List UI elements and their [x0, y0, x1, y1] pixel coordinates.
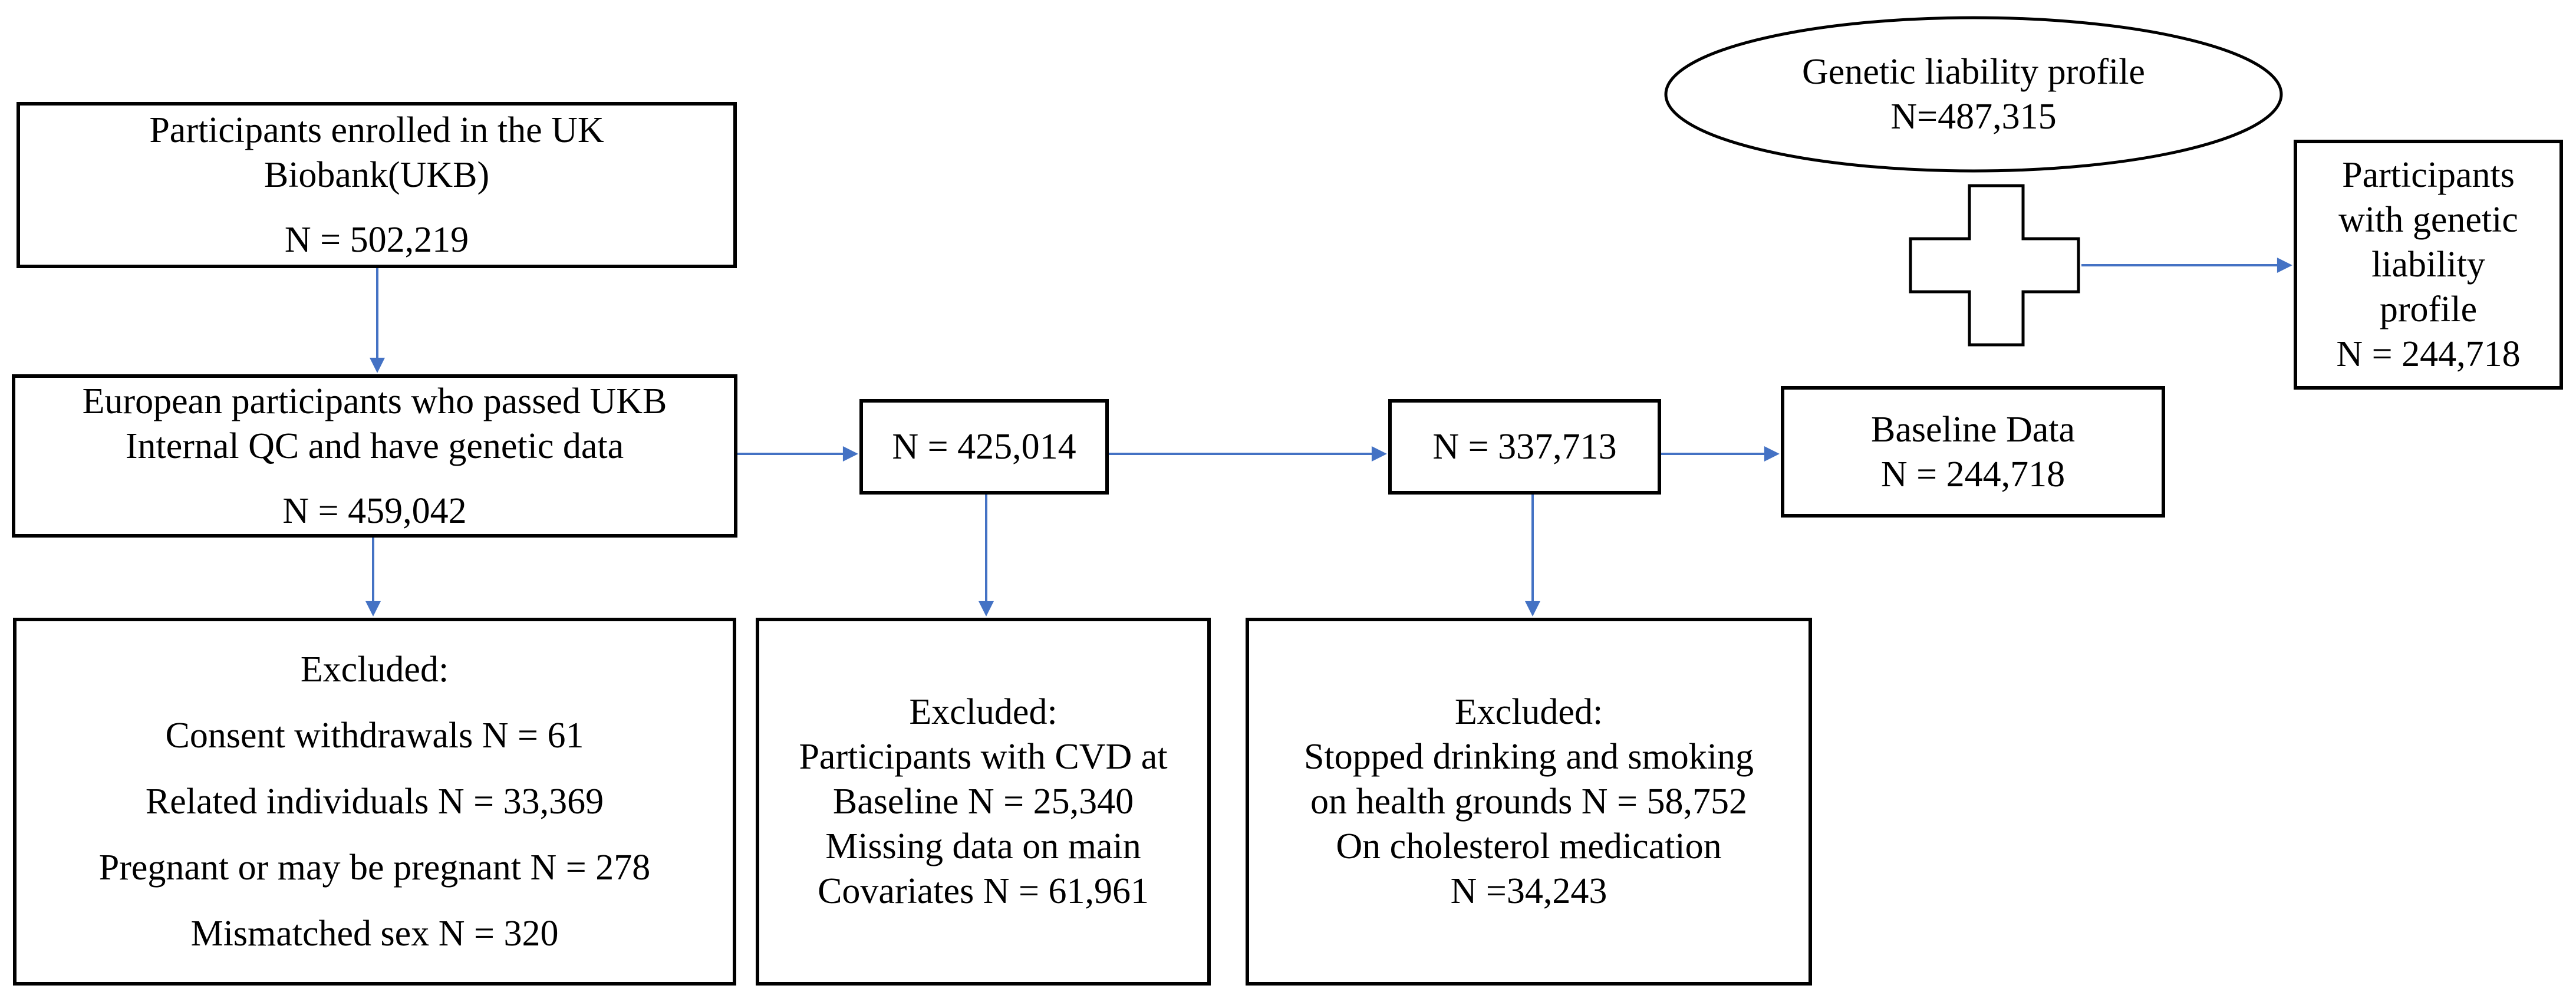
- node-excluded-cvd-covariates: Excluded: Participants with CVD at Basel…: [756, 618, 1211, 986]
- node-baseline-data: Baseline Data N = 244,718: [1781, 386, 2165, 518]
- text-line: Participants enrolled in the UK: [149, 110, 604, 150]
- ellipse-genetic-liability: [1664, 16, 2283, 173]
- node-participants-with-profile: Participants with genetic liability prof…: [2294, 140, 2563, 390]
- text-line: Genetic liability profile: [1802, 52, 2145, 92]
- node-n425014: N = 425,014: [859, 399, 1109, 495]
- n-value: N = 244,718: [1880, 454, 2066, 495]
- n-value: N = 244,718: [2336, 334, 2521, 374]
- n-value: N = 502,219: [284, 220, 469, 260]
- text-line: N =34,243: [1450, 871, 1607, 911]
- text-line: Stopped drinking and smoking: [1304, 737, 1754, 777]
- node-n337713: N = 337,713: [1388, 399, 1661, 495]
- text-line: Baseline Data: [1870, 409, 2076, 450]
- text-line: on health grounds N = 58,752: [1310, 782, 1747, 822]
- text-line: liability: [2371, 245, 2485, 285]
- text-line: Related individuals N = 33,369: [145, 782, 604, 822]
- n-value: N = 425,014: [892, 427, 1076, 467]
- text-line: Internal QC and have genetic data: [125, 426, 624, 466]
- text-line: Participants: [2342, 155, 2515, 195]
- text-line: Biobank(UKB): [263, 155, 490, 195]
- node-excluded-qc: Excluded: Consent withdrawals N = 61 Rel…: [13, 618, 736, 986]
- text-line: with genetic: [2338, 200, 2518, 240]
- ellipse-genetic-liability-label: Genetic liability profile N=487,315: [1664, 17, 2283, 172]
- text-line: Consent withdrawals N = 61: [165, 716, 584, 756]
- text-line: Mismatched sex N = 320: [190, 914, 559, 954]
- node-excluded-lifestyle-meds: Excluded: Stopped drinking and smoking o…: [1246, 618, 1812, 986]
- text-line: European participants who passed UKB: [82, 381, 667, 421]
- text-line: profile: [2379, 289, 2478, 329]
- text-line: Covariates N = 61,961: [818, 871, 1149, 911]
- node-enrolled-ukb: Participants enrolled in the UK Biobank(…: [17, 102, 737, 268]
- text-line: Baseline N = 25,340: [832, 782, 1134, 822]
- text-line: Missing data on main: [825, 826, 1141, 866]
- node-european-qc: European participants who passed UKB Int…: [12, 374, 737, 538]
- heading: Excluded:: [300, 650, 449, 690]
- text-line: On cholesterol medication: [1336, 826, 1722, 866]
- heading: Excluded:: [909, 692, 1058, 732]
- n-value: N=487,315: [1890, 97, 2057, 137]
- n-value: N = 459,042: [282, 490, 467, 531]
- plus-icon: [1909, 184, 2080, 347]
- n-value: N = 337,713: [1432, 427, 1617, 467]
- text-line: Participants with CVD at: [799, 737, 1168, 777]
- text-line: Pregnant or may be pregnant N = 278: [98, 848, 651, 888]
- heading: Excluded:: [1454, 692, 1603, 732]
